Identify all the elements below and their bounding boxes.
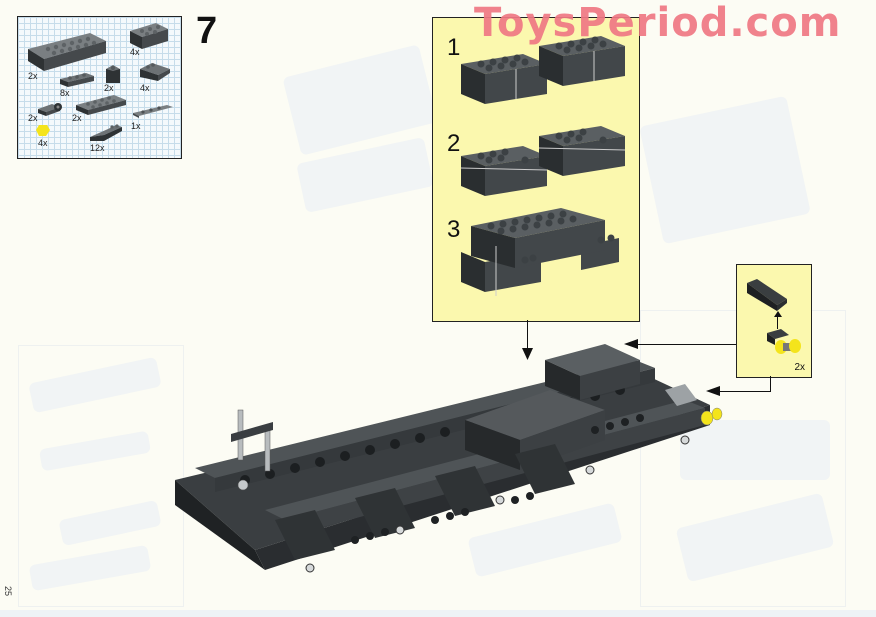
qty-slope-brick-2x3: 4x <box>140 83 150 93</box>
ghost-panel-left <box>18 345 184 607</box>
plate-2x6-icon <box>76 95 126 115</box>
brick-2x4-icon <box>130 23 168 49</box>
sub-assembly-arrow-line <box>527 320 528 352</box>
brick-stack-icon <box>460 146 548 196</box>
qty-brick-2x8: 2x <box>28 71 38 81</box>
ghost-figure <box>639 95 811 245</box>
ghost-figure <box>680 420 830 480</box>
wheel-holder-yellow-wheels-icon <box>767 329 801 354</box>
page-bottom-edge <box>0 610 876 617</box>
sub-step-number-3: 3 <box>447 216 461 243</box>
watermark: ToysPeriod.com <box>474 0 842 46</box>
brick-1x1-icon <box>106 65 120 83</box>
yellow-round-plate-icon <box>36 125 50 136</box>
inset-arrow-line-vertical <box>770 376 771 392</box>
brick-stack-icon <box>538 126 626 176</box>
technic-plate-round-ends-icon <box>133 105 173 118</box>
sub-assembly-box: 1 2 3 <box>432 17 640 322</box>
arrow-down-icon <box>522 348 533 360</box>
inset-qty: 2x <box>794 362 805 373</box>
arrow-left-icon <box>624 339 638 349</box>
sub-step-number-1: 1 <box>447 34 461 61</box>
inset-parts-box: 2x <box>736 264 812 378</box>
qty-plate-1x4: 8x <box>60 88 70 98</box>
arrow-up-icon <box>774 311 782 317</box>
slope-1x3-icon <box>90 124 122 141</box>
sub-step-number-2: 2 <box>447 130 461 157</box>
qty-brick-2x4: 4x <box>130 47 140 57</box>
slope-brick-2x3-icon <box>140 63 170 81</box>
train-chassis-assembly-icon <box>175 344 723 573</box>
brick-2x8-icon <box>28 33 106 71</box>
slope-wedge-icon <box>747 279 787 311</box>
brick-2x4-pair-icon <box>461 54 547 104</box>
qty-yellow-round-plate: 4x <box>38 138 48 148</box>
brick-2x4-pair-icon <box>539 36 625 86</box>
page-number: 25 <box>3 586 13 597</box>
step-number: 7 <box>196 10 218 52</box>
inset-arrow-line <box>777 315 778 329</box>
inset-arrow-line-upper <box>636 344 736 345</box>
plate-with-clip-icon <box>38 103 62 116</box>
arrow-left-icon <box>706 386 720 396</box>
qty-plate-2x6: 2x <box>72 113 82 123</box>
combined-brick-assembly-icon <box>461 208 619 296</box>
plate-1x4-icon <box>60 73 94 87</box>
qty-slope-1x3: 12x <box>90 143 105 153</box>
qty-technic-plate: 1x <box>131 121 141 131</box>
inset-arrow-line-lower <box>718 391 771 392</box>
qty-brick-1x1: 2x <box>104 83 114 93</box>
qty-plate-with-clip: 2x <box>28 113 38 123</box>
parts-list-box: 2x 4x 8x 2x 4x <box>17 16 182 159</box>
